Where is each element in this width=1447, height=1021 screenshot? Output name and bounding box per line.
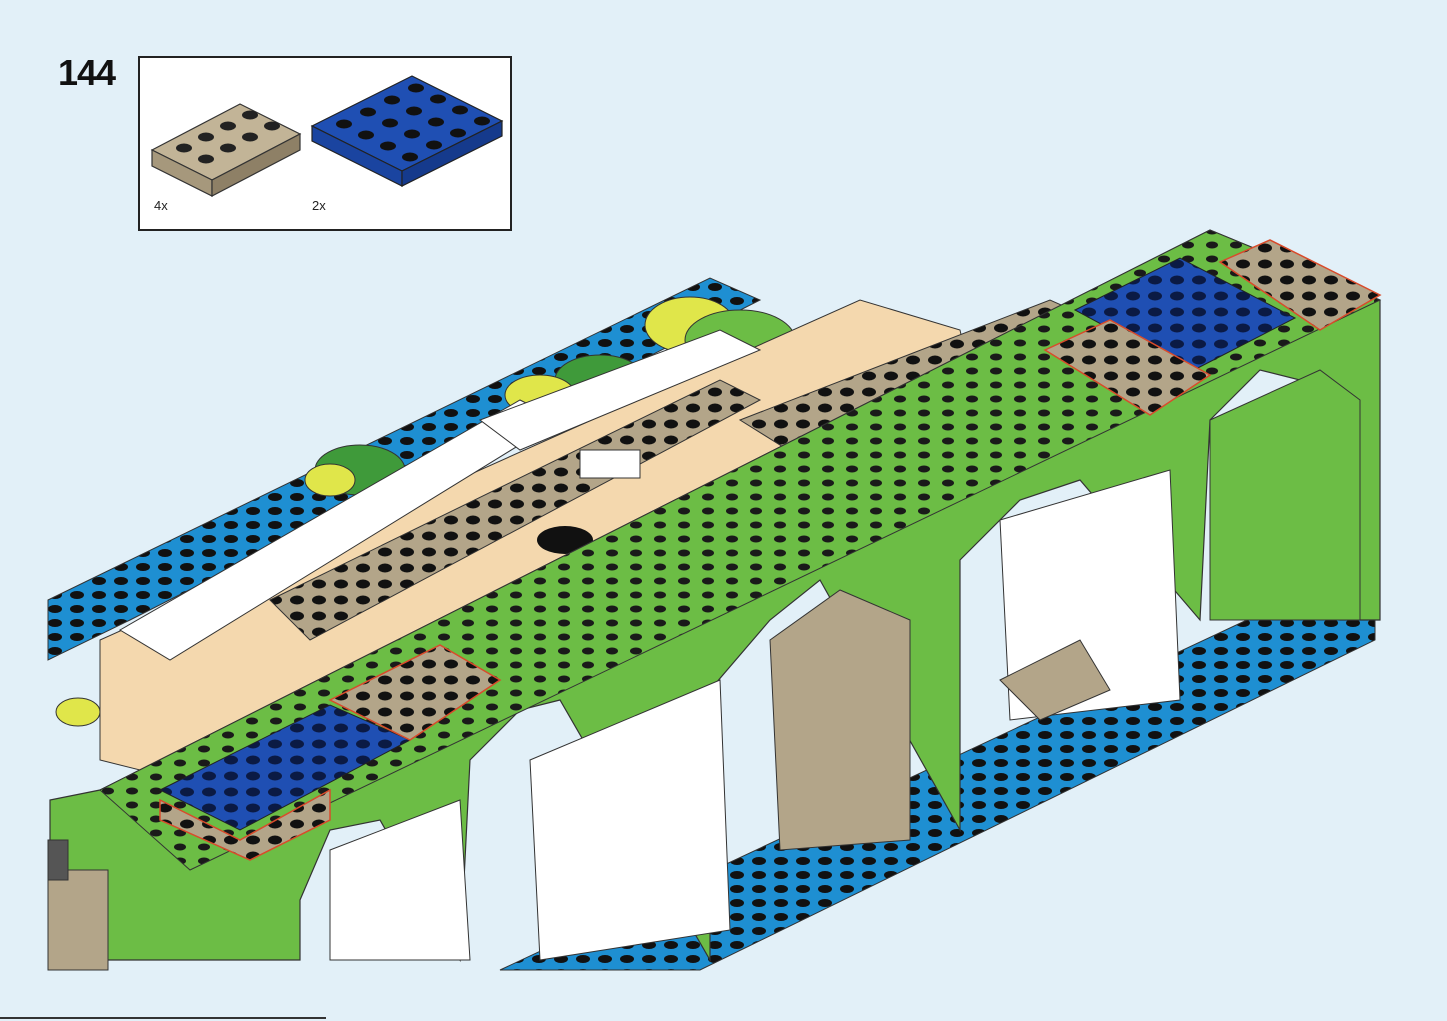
page-footer-rule: [0, 1017, 326, 1019]
